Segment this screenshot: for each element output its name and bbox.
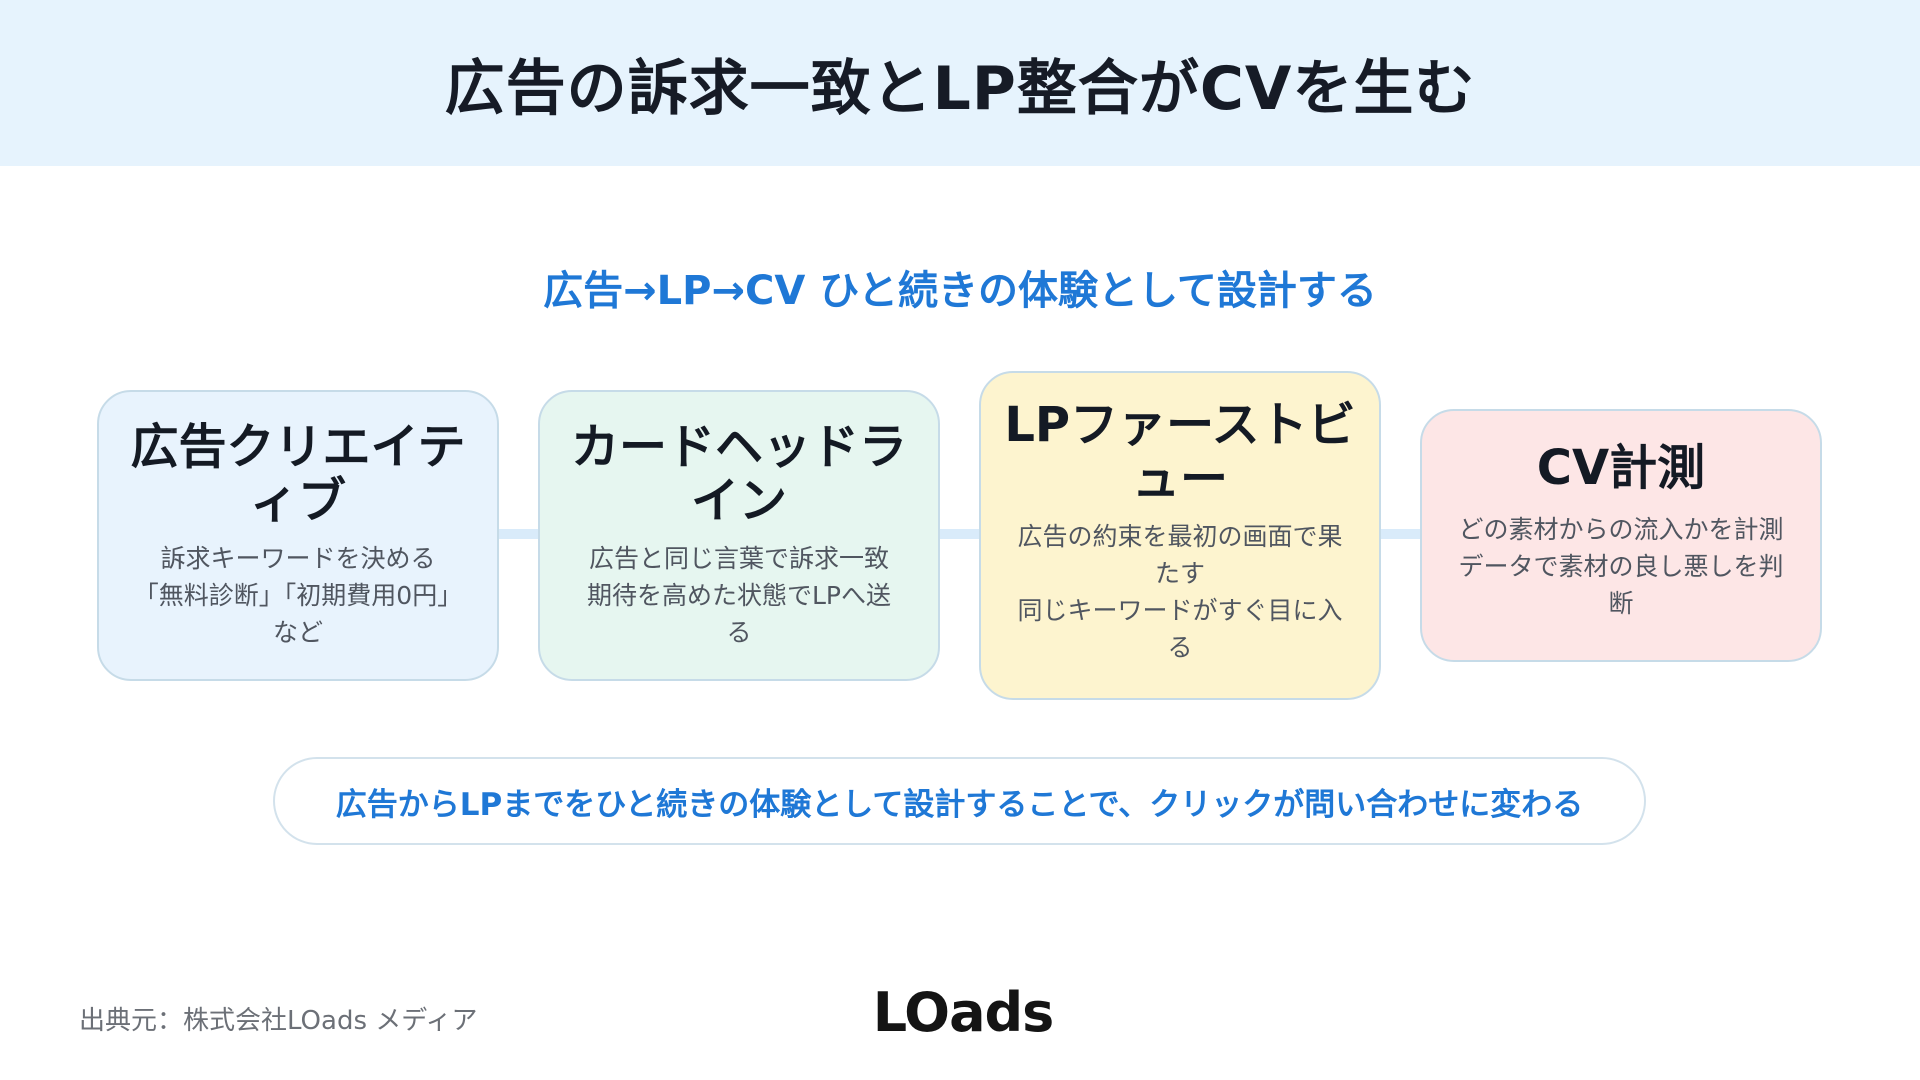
page-title: 広告の訴求一致とLP整合がCVを生む — [444, 53, 1476, 124]
step-card-ad-creative: 広告クリエイティブ 訴求キーワードを決める 「無料診断」「初期費用0円」 など — [97, 390, 499, 681]
flow-connector-line — [140, 529, 1780, 539]
step-card-card-headline: カードヘッドライン 広告と同じ言葉で訴求一致 期待を高めた状態でLPへ送 る — [538, 390, 940, 681]
step-card-description: どの素材からの流入かを計測 データで素材の良し悪しを判 断 — [1458, 515, 1784, 618]
summary-note-text: 広告からLPまでをひと続きの体験として設計することで、クリックが問い合わせに変わ… — [335, 786, 1584, 823]
step-card-description: 広告と同じ言葉で訴求一致 期待を高めた状態でLPへ送 る — [586, 544, 891, 647]
step-card-title: 広告クリエイティブ — [130, 419, 466, 529]
step-card-description: 訴求キーワードを決める 「無料診断」「初期費用0円」 など — [133, 544, 463, 647]
step-card-title: CV計測 — [1536, 440, 1706, 496]
step-card-lp-first-view: LPファーストビュー 広告の約束を最初の画面で果 たす 同じキーワードがすぐ目に… — [979, 371, 1381, 700]
step-card-cv-measurement: CV計測 どの素材からの流入かを計測 データで素材の良し悪しを判 断 — [1420, 409, 1822, 662]
step-card-description: 広告の約束を最初の画面で果 たす 同じキーワードがすぐ目に入 る — [1017, 522, 1343, 662]
source-credit: 出典元：株式会社LOads メディア — [79, 1006, 478, 1036]
header-band: 広告の訴求一致とLP整合がCVを生む — [0, 0, 1920, 166]
loads-logo: LOads — [866, 978, 1060, 1046]
logo-text: LOads — [872, 980, 1055, 1044]
step-card-title: LPファーストビュー — [1004, 397, 1356, 507]
subtitle: 広告→LP→CV ひと続きの体験として設計する — [543, 268, 1377, 314]
summary-note: 広告からLPまでをひと続きの体験として設計することで、クリックが問い合わせに変わ… — [273, 757, 1646, 845]
step-card-title: カードヘッドライン — [570, 419, 907, 529]
